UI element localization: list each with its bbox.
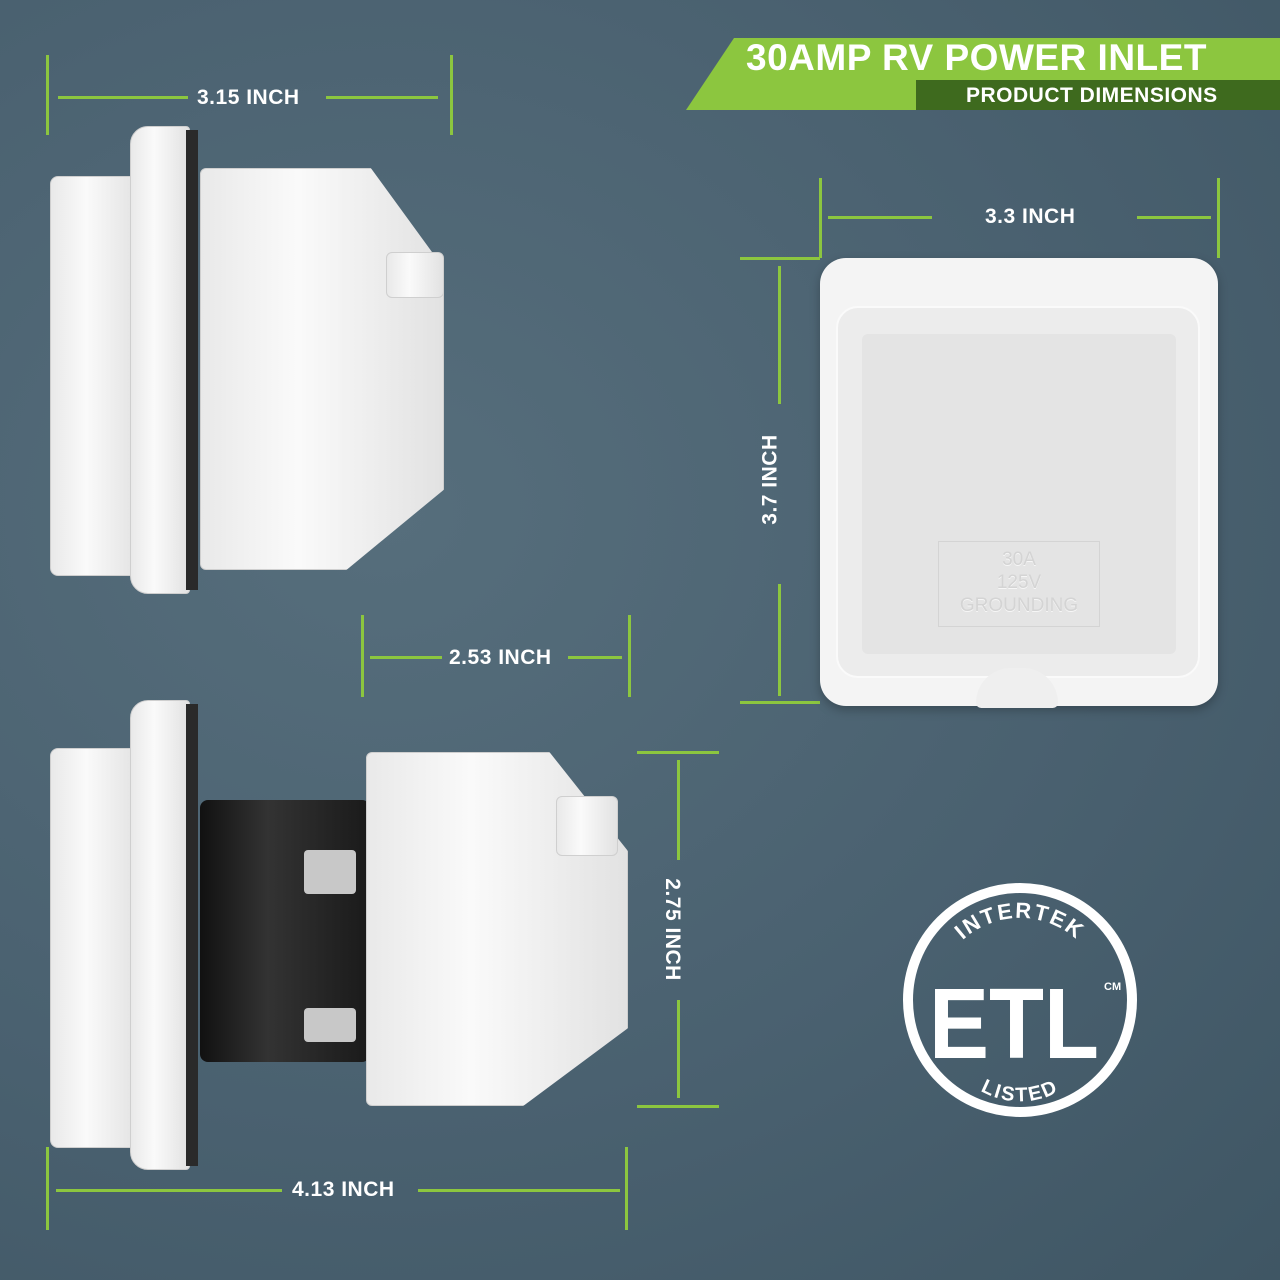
front-height-label: 3.7 INCH <box>758 434 782 525</box>
subtitle-banner <box>916 80 1280 110</box>
total-depth-label: 4.13 INCH <box>292 1178 395 1201</box>
screw-icon <box>304 850 356 894</box>
svg-text:ETL: ETL <box>929 968 1099 1080</box>
screw-icon <box>304 1008 356 1042</box>
body-depth-label: 2.53 INCH <box>449 646 552 669</box>
body-height-label: 2.75 INCH <box>660 878 684 981</box>
svg-text:CM: CM <box>1104 981 1121 993</box>
etl-listed-logo: INTERTEK LISTED ETL CM <box>903 883 1137 1117</box>
svg-text:LISTED: LISTED <box>978 1076 1062 1107</box>
page-subtitle: PRODUCT DIMENSIONS <box>966 84 1218 107</box>
side-width-label: 3.15 INCH <box>197 86 300 109</box>
page-title: 30AMP RV POWER INLET <box>746 37 1207 78</box>
front-width-label: 3.3 INCH <box>985 205 1076 228</box>
